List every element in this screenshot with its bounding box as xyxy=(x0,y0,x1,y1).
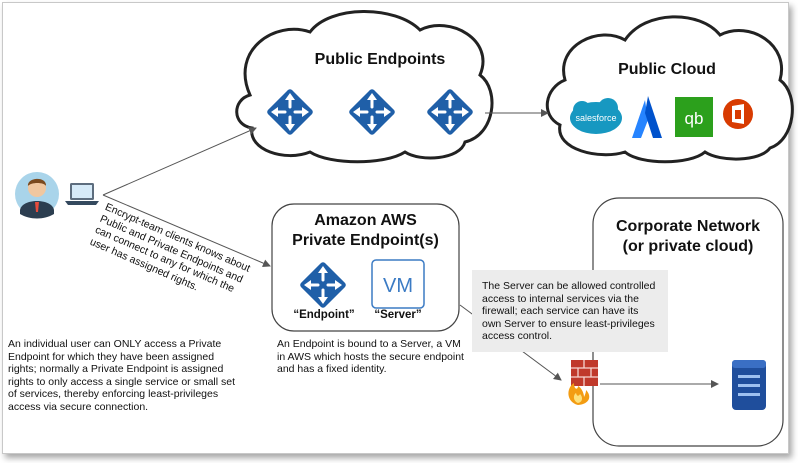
firewall-icon xyxy=(568,360,598,405)
aws-endpoint-note: An Endpoint is bound to a Server, a VM i… xyxy=(277,338,464,375)
arrow-user-to-aws xyxy=(102,194,271,267)
vm-icon: VM xyxy=(371,259,425,309)
quickbooks-icon: qb xyxy=(675,97,713,137)
office365-icon: Office 365 xyxy=(723,99,753,137)
server-label: “Server” xyxy=(374,309,422,321)
server-access-note: The Server can be allowed controlled acc… xyxy=(482,280,656,342)
endpoint-label: “Endpoint” xyxy=(293,309,355,321)
corporate-title-line1: Corporate Network xyxy=(615,218,761,235)
atlassian-icon xyxy=(632,96,662,138)
public-cloud-shape xyxy=(545,15,794,164)
public-endpoints-cloud xyxy=(235,10,494,164)
user-access-note: An individual user can ONLY access a Pri… xyxy=(8,338,236,413)
aws-title-line2: Private Endpoint(s) xyxy=(292,232,439,249)
corporate-title-line2: (or private cloud) xyxy=(622,238,754,255)
public-endpoints-title: Public Endpoints xyxy=(314,51,446,68)
svg-text:salesforce: salesforce xyxy=(575,113,616,123)
server-icon xyxy=(732,360,766,410)
svg-text:VM: VM xyxy=(383,275,413,297)
server-access-callout: The Server can be allowed controlled acc… xyxy=(472,270,668,352)
aws-title-line1: Amazon AWS xyxy=(314,212,417,229)
user-avatar-icon xyxy=(15,172,59,219)
svg-text:Office 365: Office 365 xyxy=(726,131,751,137)
salesforce-icon: salesforce xyxy=(570,98,622,134)
laptop-icon xyxy=(65,183,99,205)
public-cloud-title: Public Cloud xyxy=(618,61,716,78)
svg-text:qb: qb xyxy=(685,109,704,128)
arrow-user-to-public xyxy=(102,127,257,196)
